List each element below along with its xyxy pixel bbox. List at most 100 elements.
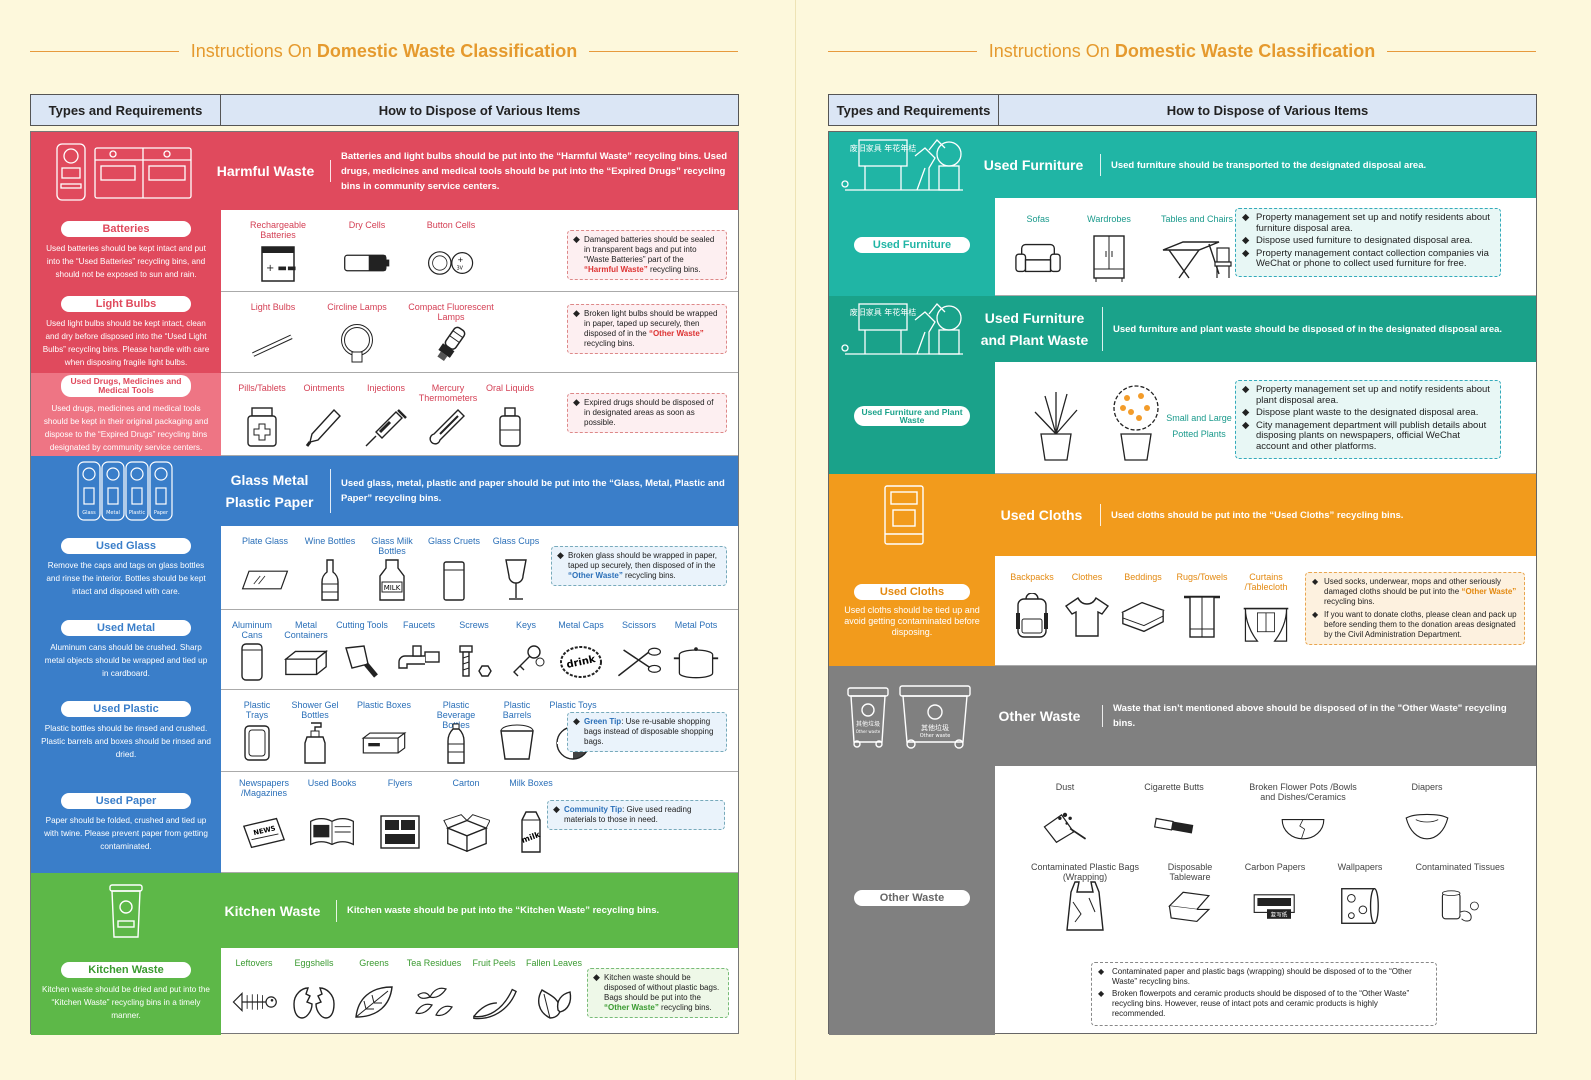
batteries-text: Used batteries should be kept intact and… (46, 244, 206, 279)
cloths-note-2: ◆If you want to donate cloths, please cl… (1312, 610, 1517, 639)
other-waste-title: Other Waste (989, 705, 1103, 727)
item-wardrobes: Wardrobes (1075, 214, 1143, 289)
furniture-desc: Used furniture should be transported to … (1111, 159, 1427, 171)
wardrobe-icon (1085, 235, 1133, 282)
item-sofas: Sofas (1007, 214, 1069, 289)
item-metal-containers: Metal Containers (279, 620, 333, 683)
title-line (1387, 50, 1537, 52)
kitchen-waste-desc: Kitchen waste should be put into the “Ki… (347, 905, 660, 916)
kitchen-items: Leftovers Eggshells Greens Tea Residues … (221, 948, 589, 1035)
item-disposable-tableware: Disposable Tableware (1155, 862, 1225, 928)
wallpaper-roll-icon (1336, 884, 1384, 928)
item-rechargeable-batteries: Rechargeable Batteries+ ▬▬ - (233, 220, 323, 285)
item-injections: Injections (357, 383, 415, 449)
other-sub-row: Other Waste Dust Cigarette Butts Broken … (829, 766, 1536, 1035)
drugs-items: Pills/Tablets Ointments Injections Mercu… (221, 373, 545, 455)
furniture-sign-icon: 废旧家具 年花年桔 (829, 136, 979, 194)
flyer-icon (376, 810, 424, 854)
carbon-paper-icon: 复写纸 (1251, 884, 1299, 928)
other-right: Dust Cigarette Butts Broken Flower Pots … (995, 766, 1536, 1035)
paper-left: Used Paper Paper should be folded, crush… (31, 772, 221, 873)
towel-icon (1178, 594, 1226, 638)
plant-list-item: City management department will publish … (1242, 420, 1494, 453)
drugs-left: Used Drugs, Medicines and Medical Tools … (31, 373, 221, 456)
furniture-list-item: Dispose used furniture to designated dis… (1242, 235, 1494, 247)
harmful-bins-icon (31, 138, 213, 204)
other-items-row1: Dust Cigarette Butts Broken Flower Pots … (1025, 782, 1467, 848)
bulbs-right: Light Bulbs Circline Lamps Compact Fluor… (221, 292, 738, 373)
milk-label: MILK (384, 584, 401, 592)
item-thermometers: Mercury Thermometers (419, 383, 477, 449)
other-items-row2: Contaminated Plastic Bags (Wrapping) Dis… (1025, 862, 1515, 931)
item-fruit-peels: Fruit Peels (465, 958, 523, 1029)
furniture-list-item: Property management set up and notify re… (1242, 212, 1494, 234)
metal-tin-icon (282, 641, 330, 683)
metal-row: Used Metal Aluminum cans should be crush… (31, 610, 738, 690)
glass-note: Broken glass should be wrapped in paper,… (551, 546, 727, 586)
item-carton: Carton (435, 778, 497, 866)
sign-text: 废旧家具 年花年桔 (850, 143, 917, 153)
curtain-icon (1242, 602, 1290, 646)
paper-text: Paper should be folded, crushed and tied… (44, 815, 208, 851)
item-contaminated-tissues: Contaminated Tissues (1405, 862, 1515, 928)
left-page: Instructions On Domestic Waste Classific… (0, 0, 795, 1080)
light-bulbs-row: Light Bulbs Used light bulbs should be k… (31, 292, 738, 373)
pot-icon (672, 641, 720, 683)
item-scissors: Scissors (611, 620, 667, 683)
recyclable-desc: Used glass, metal, plastic and paper sho… (341, 478, 725, 504)
plant-list-box: Property management set up and notify re… (1235, 380, 1501, 459)
bin-label-plastic: Plastic (129, 510, 145, 516)
can-icon (228, 641, 276, 683)
cloths-text: Used cloths should be tied up and avoid … (844, 605, 980, 637)
item-plastic-trays: Plastic Trays (233, 700, 281, 765)
title-text-right: Instructions On Domestic Waste Classific… (988, 40, 1376, 61)
plant-list: Property management set up and notify re… (1242, 384, 1494, 453)
carton-icon (442, 810, 490, 854)
scissors-icon (615, 641, 663, 683)
metal-text: Aluminum cans should be crushed. Sharp m… (44, 643, 208, 678)
sofa-icon (1014, 236, 1062, 280)
bulbs-items: Light Bulbs Circline Lamps Compact Fluor… (221, 292, 507, 372)
wine-glass-icon (492, 558, 540, 602)
item-tables-chairs: Tables and Chairs (1149, 214, 1245, 289)
kitchen-sub-row: Kitchen Waste Kitchen waste should be dr… (31, 948, 738, 1035)
other-bin-sub: Other waste (920, 733, 951, 739)
bin-label-metal: Metal (106, 510, 120, 516)
item-wallpapers: Wallpapers (1325, 862, 1395, 928)
cigarette-icon (1150, 804, 1198, 848)
kitchen-waste-title: Kitchen Waste (221, 899, 337, 922)
svg-text:+: + (457, 256, 463, 265)
svg-text:+ ▬▬ -: + ▬▬ - (266, 263, 298, 274)
batteries-right: Rechargeable Batteries+ ▬▬ - Dry Cells B… (221, 210, 738, 292)
tube-bulb-icon (249, 323, 297, 366)
plastic-text: Plastic bottles should be rinsed and cru… (41, 724, 211, 759)
diaper-icon (1403, 804, 1451, 848)
item-screws: Screws (449, 620, 499, 683)
tray-icon (233, 722, 281, 765)
furniture-left: Used Furniture (829, 198, 995, 296)
item-glass-cups: Glass Cups (487, 536, 545, 603)
table-header-right: Types and Requirements How to Dispose of… (828, 94, 1537, 126)
header-dispose: How to Dispose of Various Items (378, 102, 581, 118)
other-list: Contaminated paper and plastic bags (wra… (1098, 967, 1430, 1019)
item-leftovers: Leftovers (225, 958, 283, 1029)
cloths-right: Backpacks Clothes Beddings Rugs/Towels C… (995, 556, 1536, 666)
wine-bottle-icon (306, 558, 354, 602)
sign-text: 废旧家具 年花年桔 (850, 307, 917, 317)
plant-pill: Used Furniture and Plant Waste (854, 405, 970, 426)
item-diapers: Diapers (1387, 782, 1467, 848)
plant-sub-row: Used Furniture and Plant Waste Small and… (829, 362, 1536, 474)
item-fallen-leaves: Fallen Leaves (525, 958, 583, 1029)
dry-cell-icon (343, 242, 391, 285)
batteries-row: Batteries Used batteries should be kept … (31, 210, 738, 292)
other-bin-sub: Other waste (856, 729, 881, 734)
glass-row: Used Glass Remove the caps and tags on g… (31, 526, 738, 610)
item-plate-glass: Plate Glass (233, 536, 297, 603)
page-divider (795, 0, 796, 1080)
kitchen-text: Kitchen waste should be dried and put in… (42, 984, 210, 1020)
thermometer-icon (424, 405, 472, 449)
metal-right: Aluminum Cans Metal Containers Cutting T… (221, 610, 738, 690)
glass-cruet-icon (430, 558, 478, 602)
